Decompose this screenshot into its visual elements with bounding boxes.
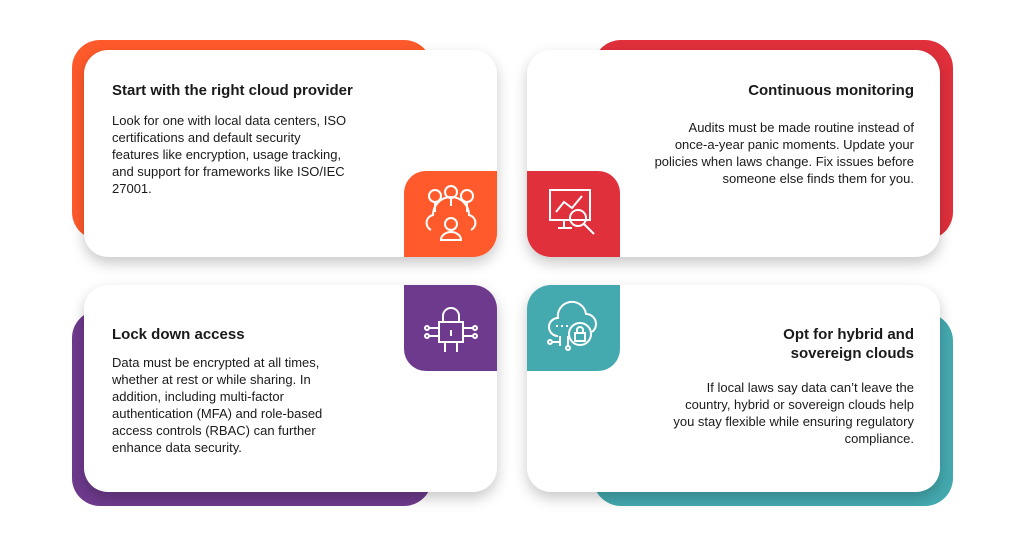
card-lock-down-access: Lock down access Data must be encrypted … bbox=[84, 285, 497, 492]
card-title: Continuous monitoring bbox=[748, 82, 914, 99]
cloud-lock-icon bbox=[527, 285, 620, 371]
card-continuous-monitoring: Continuous monitoring Audits must be mad… bbox=[527, 50, 940, 257]
monitor-search-icon bbox=[527, 171, 620, 257]
card-body: If local laws say data can’t leave the c… bbox=[673, 380, 914, 446]
card-title: Lock down access bbox=[112, 326, 245, 343]
card-body: Data must be encrypted at all times, whe… bbox=[112, 355, 323, 455]
card-cloud-provider: Start with the right cloud provider Look… bbox=[84, 50, 497, 257]
card-body: Audits must be made routine instead of o… bbox=[654, 120, 914, 186]
cloud-users-icon bbox=[404, 171, 497, 257]
card-title: Start with the right cloud provider bbox=[112, 82, 353, 99]
card-body: Look for one with local data centers, IS… bbox=[112, 113, 347, 196]
card-title: Opt for hybrid and sovereign clouds bbox=[783, 326, 914, 362]
circuit-lock-icon bbox=[404, 285, 497, 371]
card-hybrid-sovereign: Opt for hybrid and sovereign clouds If l… bbox=[527, 285, 940, 492]
